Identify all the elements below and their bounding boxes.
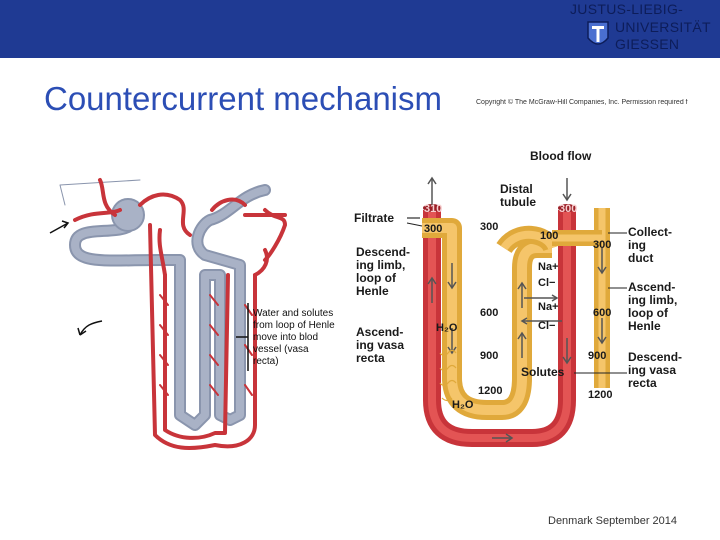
slide-title: Countercurrent mechanism	[44, 80, 442, 117]
label-desc-vasa-3: recta	[628, 376, 657, 390]
countercurrent-diagram: Blood flow Distal tubule Filtrate Descen…	[352, 138, 692, 478]
label-collecting-1: Collect-	[628, 225, 672, 239]
label-desc-limb-3: loop of	[356, 271, 397, 285]
label-cl-1: Cl−	[538, 277, 555, 289]
label-blood-flow: Blood flow	[530, 149, 592, 163]
value-300-mid: 300	[480, 221, 498, 233]
value-300-left: 300	[424, 223, 442, 235]
label-desc-limb-4: Henle	[356, 284, 389, 298]
logo-line-1: JUSTUS-LIEBIG-	[570, 1, 684, 17]
label-desc-limb-2: ing limb,	[356, 258, 405, 272]
university-logo: JUSTUS-LIEBIG- UNIVERSITÄT GIESSEN	[570, 0, 720, 58]
logo-line-2: UNIVERSITÄT	[615, 19, 711, 35]
label-desc-limb-1: Descend-	[356, 245, 410, 259]
value-300-top-red: 300	[559, 203, 577, 215]
label-desc-vasa-1: Descend-	[628, 350, 682, 364]
label-na-1: Na+	[538, 261, 559, 273]
label-filtrate: Filtrate	[354, 211, 394, 225]
caption-line-5: recta)	[253, 356, 279, 367]
nephron-diagram: Water and solutes from loop of Henle mov…	[49, 178, 335, 450]
label-desc-vasa-2: ing vasa	[628, 363, 676, 377]
label-cl-2: Cl−	[538, 320, 555, 332]
value-310: 310	[424, 203, 442, 215]
label-asc-vasa-3: recta	[356, 351, 385, 365]
label-asc-limb-1: Ascend-	[628, 280, 675, 294]
label-collecting-3: duct	[628, 251, 653, 265]
label-collecting-2: ing	[628, 238, 646, 252]
label-distal-1: Distal	[500, 182, 533, 196]
logo-line-3: GIESSEN	[615, 36, 680, 52]
university-seal-icon	[587, 21, 609, 45]
label-solutes: Solutes	[521, 365, 565, 379]
label-asc-limb-2: ing limb,	[628, 293, 677, 307]
copyright-note: Copyright © The McGraw-Hill Companies, I…	[476, 99, 688, 106]
value-600-mid: 600	[480, 307, 498, 319]
label-distal-2: tubule	[500, 195, 536, 209]
label-asc-vasa-2: ing vasa	[356, 338, 404, 352]
label-na-2: Na+	[538, 301, 559, 313]
value-100: 100	[540, 230, 558, 242]
value-900-mid: 900	[480, 350, 498, 362]
caption-line-3: move into blod	[253, 332, 318, 343]
label-asc-limb-3: loop of	[628, 306, 669, 320]
label-asc-vasa-1: Ascend-	[356, 325, 403, 339]
value-900-right: 900	[588, 350, 606, 362]
footer-text: Denmark September 2014	[548, 515, 678, 527]
caption-line-4: vessel (vasa	[253, 344, 309, 355]
label-h2o-1: H₂O	[436, 322, 458, 334]
value-1200-mid: 1200	[478, 385, 502, 397]
value-300-right: 300	[593, 239, 611, 251]
label-asc-limb-4: Henle	[628, 319, 661, 333]
caption-line-1: Water and solutes	[253, 308, 333, 319]
caption-line-2: from loop of Henle	[253, 320, 335, 331]
label-h2o-2: H₂O	[452, 399, 474, 411]
value-600-right: 600	[593, 307, 611, 319]
value-1200-right: 1200	[588, 389, 612, 401]
